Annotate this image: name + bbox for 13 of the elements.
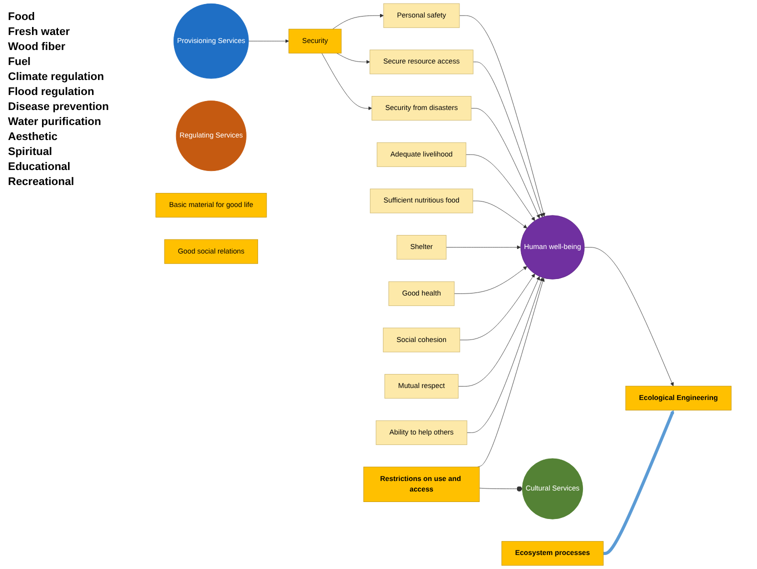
service-example-label: Fresh water: [8, 26, 71, 38]
service-example-label: Flood regulation: [8, 86, 96, 98]
service-example-label: Climate regulation: [8, 71, 105, 83]
service-example-label: Fuel: [8, 56, 32, 68]
service-example-label: Aesthetic: [8, 131, 59, 143]
service-example-label: Wood fiber: [8, 41, 66, 53]
service-example-label: Educational: [8, 161, 72, 173]
service-example-label: Disease prevention: [8, 101, 110, 113]
service-example-label: Recreational: [8, 176, 76, 188]
arrow: [603, 410, 674, 555]
service-example-label: Spiritual: [8, 146, 54, 158]
service-example-label: Food: [8, 11, 36, 23]
service-example-label: Water purification: [8, 116, 102, 128]
